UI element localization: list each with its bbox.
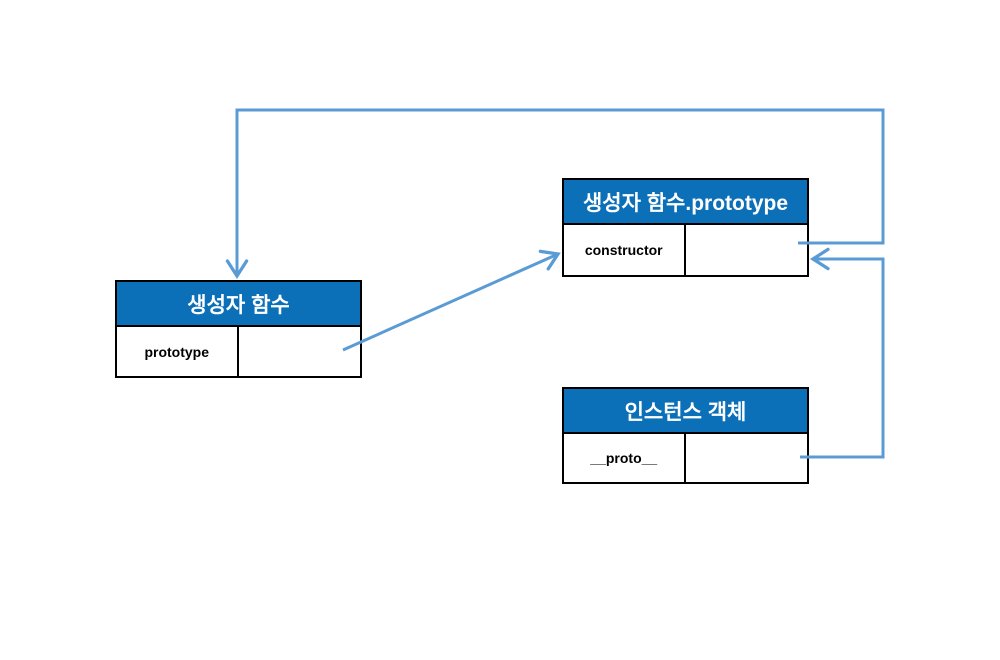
arrow-prototype-to-prototype-object-icon: [342, 249, 561, 352]
prototype-key-cell: prototype: [117, 327, 239, 376]
box-constructor-function: 생성자 함수 prototype: [115, 280, 362, 378]
box-instance-object-title: 인스턴스 객체: [564, 389, 807, 434]
constructor-key-cell: constructor: [564, 225, 686, 275]
table-row: prototype: [117, 327, 360, 376]
arrow-proto-to-prototype-object-icon: [800, 247, 885, 459]
box-prototype-object-title: 생성자 함수.prototype: [564, 180, 807, 225]
box-instance-object: 인스턴스 객체 __proto__: [562, 387, 809, 484]
constructor-value-cell: [686, 225, 808, 275]
box-constructor-function-title: 생성자 함수: [117, 282, 360, 327]
proto-key-cell: __proto__: [564, 434, 686, 482]
proto-value-cell: [686, 434, 808, 482]
table-row: constructor: [564, 225, 807, 275]
prototype-value-cell: [239, 327, 361, 376]
table-row: __proto__: [564, 434, 807, 482]
box-prototype-object: 생성자 함수.prototype constructor: [562, 178, 809, 277]
